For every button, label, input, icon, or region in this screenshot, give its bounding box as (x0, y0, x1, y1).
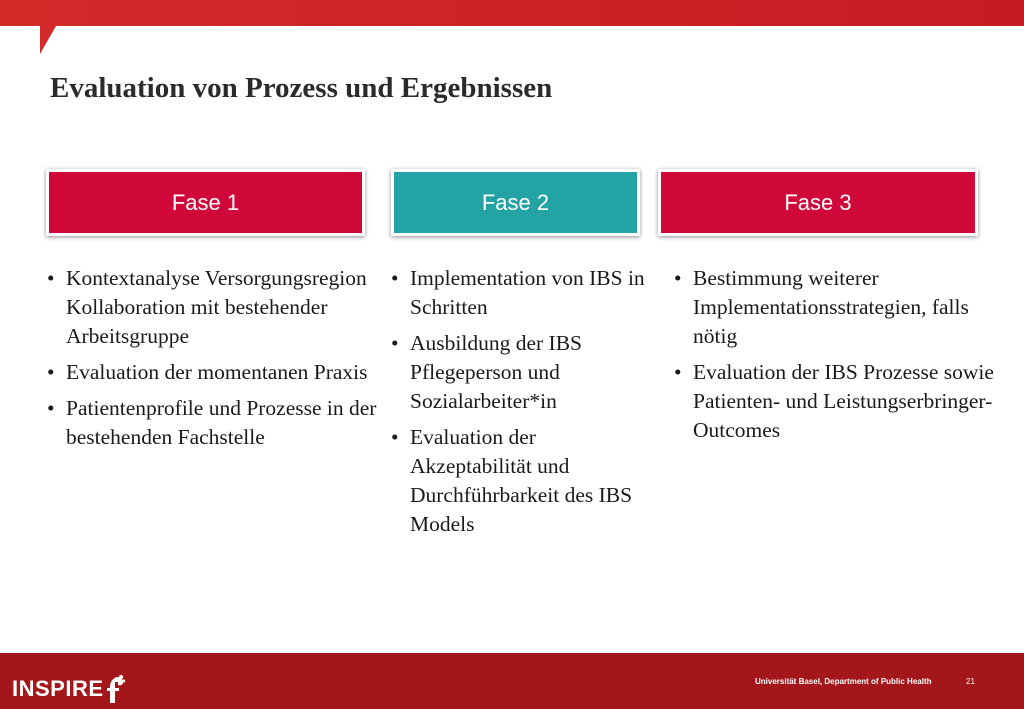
list-item: Evaluation der momentanen Praxis (47, 358, 377, 387)
phase-1-header: Fase 1 (46, 169, 365, 236)
phase-1-list: Kontextanalyse Versorgungsregion Kollabo… (47, 264, 377, 459)
phase-3-list: Bestimmung weiterer Implementationsstrat… (674, 264, 1004, 452)
list-item: Implementation von IBS in Schritten (391, 264, 651, 322)
phase-2-header: Fase 2 (391, 169, 640, 236)
inspire-logo: INSPIRE (12, 673, 125, 705)
top-banner-tab (40, 26, 56, 54)
list-item: Kontextanalyse Versorgungsregion Kollabo… (47, 264, 377, 351)
list-item: Evaluation der IBS Prozesse sowie Patien… (674, 358, 1004, 445)
list-item: Patientenprofile und Prozesse in der bes… (47, 394, 377, 452)
phase-2-list: Implementation von IBS in Schritten Ausb… (391, 264, 651, 546)
phase-3-header: Fase 3 (658, 169, 978, 236)
list-item: Bestimmung weiterer Implementationsstrat… (674, 264, 1004, 351)
top-banner (0, 0, 1024, 26)
list-item: Evaluation der Akzeptabilität und Durchf… (391, 423, 651, 539)
list-item: Ausbildung der IBS Pflegeperson und Sozi… (391, 329, 651, 416)
footer-bar: INSPIRE Universität Basel, Department of… (0, 653, 1024, 709)
slide-title: Evaluation von Prozess und Ergebnissen (50, 72, 553, 104)
page-number: 21 (966, 677, 975, 686)
basel-staff-icon (106, 675, 125, 703)
institution-label: Universität Basel, Department of Public … (755, 677, 932, 686)
logo-text: INSPIRE (12, 676, 104, 701)
